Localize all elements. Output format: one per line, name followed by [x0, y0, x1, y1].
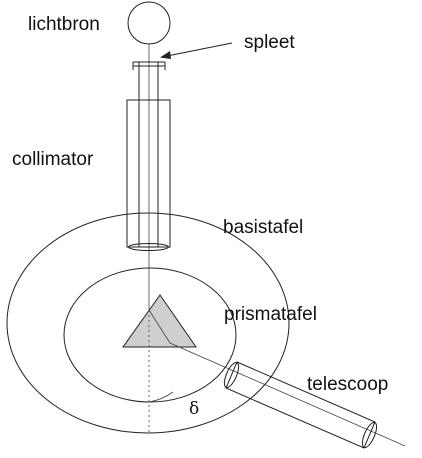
slit-label: spleet [244, 32, 295, 53]
light-source-label: lichtbron [28, 14, 100, 35]
collimator-tube [126, 99, 171, 251]
deviation-angle-arc [148, 391, 174, 403]
collimator-label: collimator [12, 149, 94, 170]
deviation-angle-label: δ [189, 399, 199, 419]
prism-table-label: prismatafel [224, 304, 317, 325]
prism-triangle [122, 294, 197, 348]
base-table-label: basistafel [223, 217, 303, 238]
light-source-circle [127, 1, 171, 45]
slit-assembly [132, 61, 166, 100]
telescope-tube [223, 361, 378, 449]
slit-pointer-arrow [160, 42, 233, 59]
refracted-ray [148, 309, 406, 447]
base-table-ellipse [6, 212, 290, 434]
telescope-label: telescoop [307, 374, 388, 395]
